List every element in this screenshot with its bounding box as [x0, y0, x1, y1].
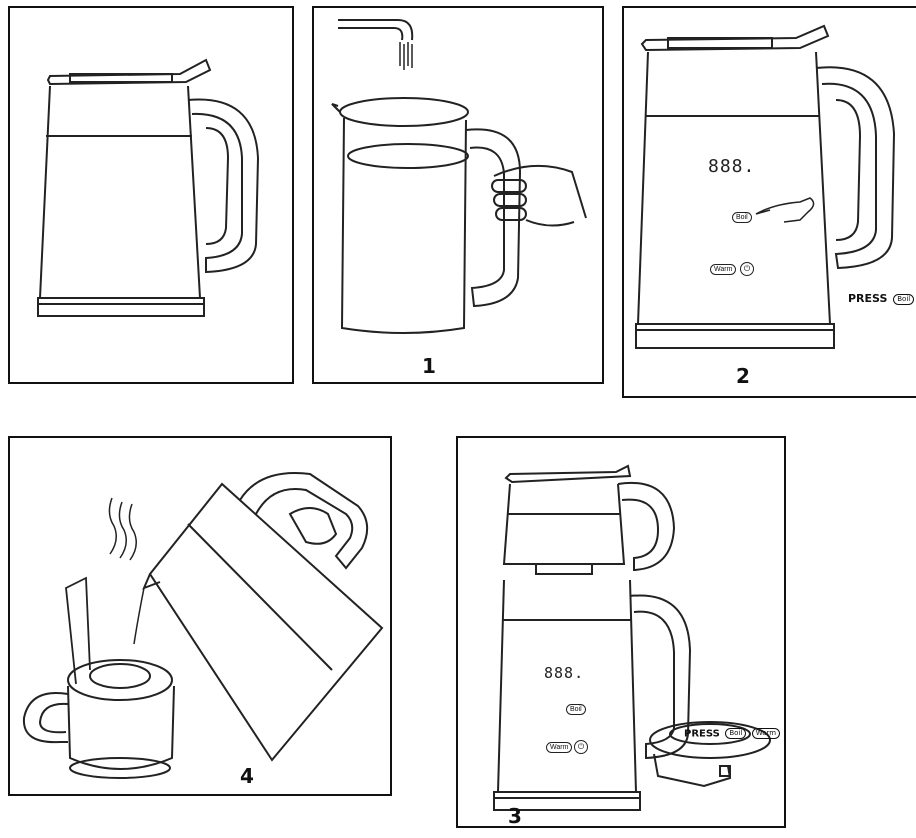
kettle-icon — [494, 580, 690, 810]
warm-button: Warm — [546, 742, 572, 753]
panel-kettle-overview — [8, 6, 294, 384]
faucet-icon — [338, 20, 412, 70]
press-label: PRESS — [848, 292, 887, 305]
panel-step-3-teapot: 888. Boil Warm ⏻ PRESS Boil Warm 3 — [456, 436, 786, 828]
pouring-illustration — [10, 438, 392, 796]
power-icon: ⏻ — [574, 740, 588, 754]
press-boil-icon: Boil — [893, 294, 914, 305]
press-warm-icon: Warm — [752, 728, 780, 739]
press-instruction: PRESS Boil Warm — [684, 728, 780, 740]
boil-button: Boil — [732, 212, 752, 223]
press-instruction: PRESS Boil — [848, 292, 914, 305]
kettle-fill-illustration — [314, 8, 604, 384]
hand-icon — [492, 166, 586, 226]
power-icon: ⏻ — [740, 262, 754, 276]
digital-display: 888. — [544, 664, 584, 682]
kettle-icon — [624, 8, 916, 398]
teapot-icon — [24, 578, 174, 778]
step-number: 2 — [736, 364, 750, 388]
kettle-icon — [10, 8, 294, 384]
digital-display: 888. — [708, 156, 755, 177]
boil-button: Boil — [566, 704, 586, 715]
press-boil-icon: Boil — [725, 728, 746, 739]
panel-step-1-fill: 1 — [312, 6, 604, 384]
pouring-kettle-icon — [144, 473, 382, 760]
panel-step-4-pour: 4 — [8, 436, 392, 796]
press-label: PRESS — [684, 729, 720, 740]
warm-button: Warm — [710, 264, 736, 275]
steam-icon — [109, 498, 136, 560]
panel-step-2-press-boil: 888. Boil Warm ⏻ PRESS Boil 2 — [622, 6, 916, 398]
teapot-icon — [504, 466, 674, 574]
step-number: 3 — [508, 804, 522, 828]
finger-icon — [756, 198, 814, 222]
step-number: 1 — [422, 354, 436, 378]
stacked-kettle-illustration — [458, 438, 786, 828]
step-number: 4 — [240, 764, 254, 788]
